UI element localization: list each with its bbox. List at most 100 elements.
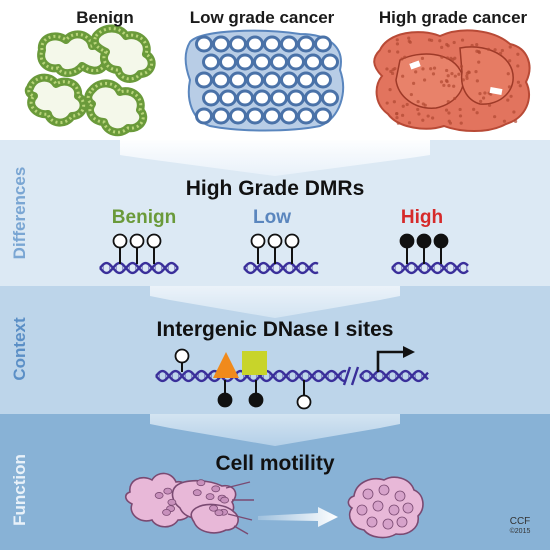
high-grade-nucleus [417, 112, 421, 116]
high-grade-nucleus [452, 40, 456, 45]
high-grade-nucleus [513, 119, 518, 124]
high-grade-nucleus [388, 88, 392, 92]
low-grade-gland [229, 107, 247, 125]
low-grade-gland [280, 107, 298, 125]
dna-strand-benign [99, 261, 179, 275]
dna-backbone [243, 261, 319, 275]
function-title: Cell motility [215, 452, 335, 475]
high-grade-nucleus [486, 47, 491, 51]
credit-org: CCF [509, 516, 531, 527]
high-grade-nucleus [445, 42, 449, 47]
low-grade-gland [195, 35, 213, 53]
low-grade-tissue-illustration [184, 29, 345, 132]
transcription-start-arrow-icon [376, 350, 405, 372]
header-high-grade: High grade cancer [378, 8, 528, 27]
high-grade-nucleus [450, 72, 454, 76]
low-grade-gland [195, 107, 213, 125]
high-grade-nucleus [502, 119, 507, 123]
low-grade-gland [246, 107, 264, 125]
header-benign: Benign [76, 8, 134, 27]
high-grade-nucleus [451, 57, 455, 62]
high-grade-nucleus [472, 107, 476, 111]
methylation-label-benign: Benign [111, 207, 177, 228]
high-grade-nucleus [461, 78, 465, 82]
high-grade-nucleus [516, 80, 521, 84]
high-grade-nucleus [467, 70, 471, 74]
high-grade-nucleus [445, 56, 450, 60]
high-grade-nucleus [509, 94, 513, 98]
high-grade-nucleus [420, 56, 425, 60]
high-grade-nucleus [400, 113, 405, 117]
high-grade-nucleus [385, 67, 389, 71]
methylated-cpg-icon [217, 392, 233, 408]
high-grade-nucleus [407, 39, 411, 43]
low-grade-gland [219, 53, 237, 71]
low-grade-gland [287, 89, 305, 107]
cell-nucleus [388, 504, 400, 516]
low-grade-gland [263, 107, 281, 125]
benign-gland [84, 79, 148, 137]
cell-nucleus [163, 487, 173, 495]
low-grade-gland [314, 71, 332, 89]
high-grade-nucleus [474, 70, 478, 74]
high-grade-nucleus [500, 48, 504, 53]
low-grade-gland [314, 35, 332, 53]
dna-break-mark [342, 366, 352, 386]
low-grade-gland [321, 89, 339, 107]
high-grade-nucleus [518, 84, 522, 88]
side-label-differences: Differences [10, 166, 29, 260]
cell-nucleus [362, 488, 374, 500]
unmethylated-cpg-icon [146, 233, 162, 249]
cell-nucleus [209, 504, 218, 512]
dna-backbone [391, 261, 469, 275]
cell-filopodium [233, 525, 249, 535]
low-grade-gland [202, 53, 220, 71]
high-grade-nucleus [431, 72, 436, 76]
high-grade-lumen [489, 87, 503, 95]
cell-nucleus [196, 479, 206, 487]
cell-nucleus [356, 504, 368, 516]
high-grade-nucleus [401, 104, 405, 108]
high-grade-nucleus [508, 59, 512, 63]
low-grade-gland [253, 53, 271, 71]
cell-nucleus [372, 500, 384, 512]
cell-nucleus [167, 498, 177, 506]
high-grade-nucleus [401, 74, 405, 78]
high-grade-nucleus [447, 83, 451, 88]
cell-filopodium [227, 513, 253, 521]
high-grade-nucleus [387, 49, 391, 53]
high-grade-nucleus [508, 45, 512, 49]
clustered-cells-illustration [347, 476, 424, 539]
unmethylated-cpg-icon [129, 233, 145, 249]
low-grade-gland [304, 53, 322, 71]
high-grade-nucleus [465, 76, 469, 80]
cell-nucleus [220, 496, 230, 504]
high-grade-nucleus [452, 84, 456, 88]
header-low-grade: Low grade cancer [189, 8, 335, 27]
unmethylated-cpg-icon [267, 233, 283, 249]
cell-nucleus [154, 492, 164, 499]
high-grade-nucleus [453, 96, 457, 101]
context-title: Intergenic DNase I sites [156, 318, 394, 341]
methylation-label-high: High [400, 207, 444, 228]
benign-gland-texture [39, 32, 109, 75]
white-arrow-icon [258, 507, 338, 527]
high-grade-nucleus [407, 36, 411, 40]
low-grade-gland [229, 35, 247, 53]
cell-nucleus [382, 518, 394, 530]
high-grade-nucleus [458, 107, 462, 112]
high-grade-lumen [409, 60, 421, 70]
cell-nucleus [192, 489, 202, 497]
high-grade-nucleus [487, 103, 492, 107]
high-grade-nucleus [421, 67, 425, 71]
high-grade-nucleus [459, 121, 463, 125]
methylated-cpg-icon [248, 392, 264, 408]
low-grade-gland [236, 53, 254, 71]
cell-nucleus [366, 516, 378, 528]
high-grade-nucleus [512, 110, 516, 114]
low-grade-gland [280, 71, 298, 89]
high-grade-nucleus [444, 79, 449, 83]
high-grade-nucleus [453, 74, 457, 78]
arrowhead-icon [403, 346, 415, 358]
